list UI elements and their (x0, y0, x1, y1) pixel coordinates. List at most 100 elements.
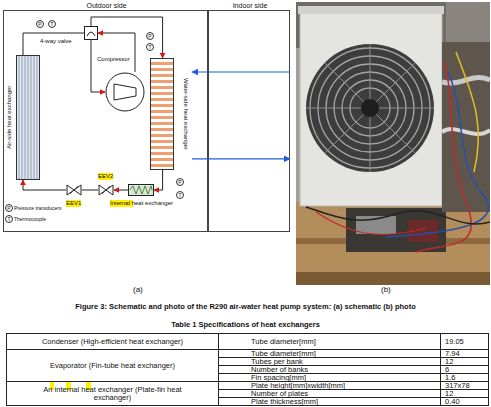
expansion-valve-part-part (70, 186, 78, 194)
water-side-heat-exchanger-part-part (151, 98, 173, 101)
air-side-heat-exchanger-part-part (31, 56, 32, 179)
expansion-valve: EEV1 (66, 184, 82, 196)
water-side-heat-exchanger-part-part (151, 68, 173, 71)
internal-heat-exchanger-part-part (129, 185, 154, 196)
table-text: Evaporator (Fin-tube heat exchanger) (50, 362, 175, 370)
refrigerant-pipe (91, 17, 163, 58)
sensor-symbol: T (176, 191, 184, 199)
water-side-heat-exchanger-part-part (151, 74, 173, 77)
table-cell: 0.40 (440, 397, 489, 406)
wooden-pallet-part (296, 272, 490, 285)
water-side-heat-exchanger: Water-side heat exchanger (150, 58, 192, 170)
water-side-heat-exchanger-part-part (151, 80, 173, 83)
air-side-heat-exchanger-part (16, 55, 40, 180)
refrigerant-pipe (23, 180, 66, 190)
table-text: Plate thickness[mm] (251, 398, 318, 406)
air-side-heat-exchanger-part-part (34, 56, 35, 179)
water-side-heat-exchanger-part-part (151, 122, 173, 125)
air-side-heat-exchanger-part-part (25, 56, 26, 179)
water-side-heat-exchanger-part (150, 58, 174, 170)
water-side-heat-exchanger-part-part (151, 110, 173, 113)
test-rig-equipment-part (316, 212, 426, 235)
table-cell: 19.05 (440, 333, 489, 350)
air-side-heat-exchanger-part-part (19, 56, 20, 179)
water-side-heat-exchanger-part-part (151, 152, 173, 155)
node-label: Indoor side (209, 1, 291, 10)
refrigerant-pipe (98, 33, 135, 72)
table-title: Table 1 Specifications of heat exchanger… (0, 320, 491, 329)
sensor-symbol: T (146, 43, 154, 51)
node-label: Water-side heat exchanger (177, 58, 189, 170)
table-text: Tube diameter[mm] (251, 338, 316, 346)
refrigerant-pipe (114, 190, 128, 191)
sensor-symbol: T (48, 20, 56, 28)
photo-background-part (296, 2, 490, 285)
table-cell: Condenser (High-efficient heat exchanger… (6, 333, 219, 350)
water-side-heat-exchanger-part-part (151, 92, 173, 95)
test-rig-equipment-part (306, 207, 490, 224)
sensor-symbol: T (5, 215, 13, 223)
compressor-part (105, 72, 145, 112)
expansion-valve-part-part (99, 185, 113, 195)
expansion-valve-part (98, 184, 114, 196)
test-rig-equipment-part (416, 62, 471, 252)
sensor-symbol: P (36, 20, 44, 28)
internal-heat-exchanger-part-part (130, 186, 152, 194)
test-rig-equipment-part (442, 42, 490, 212)
indoor-region: Indoor side (208, 10, 290, 232)
water-side-heat-exchanger-part-part (151, 128, 173, 131)
node-label: Outdoor side (4, 1, 209, 10)
compressor: Compressor (105, 72, 145, 112)
air-side-heat-exchanger: Air-side heat exchanger (6, 55, 40, 180)
internal-heat-exchanger-part (128, 184, 154, 196)
water-side-heat-exchanger-part-part (151, 140, 173, 143)
air-side-heat-exchanger-part-part (37, 56, 38, 179)
sensor-symbol: P (5, 204, 13, 212)
wooden-pallet (296, 202, 490, 285)
four-way-valve: 4-way valve (84, 26, 98, 40)
air-side-heat-exchanger-part-part (22, 56, 23, 179)
internal-heat-exchanger: Internal heat exchanger (128, 184, 154, 196)
outdoor-unit-part (300, 10, 442, 206)
node-label: Compressor (97, 56, 130, 63)
table-cell: Evaporator (Fin-tube heat exchanger) (6, 349, 219, 382)
table-text: 0.40 (445, 398, 460, 406)
refrigerant-pipe (91, 40, 105, 92)
four-way-valve-part (84, 26, 98, 40)
water-side-heat-exchanger-part-part (151, 59, 174, 170)
compressor-part-part (114, 84, 136, 100)
water-side-heat-exchanger-part-part (151, 134, 173, 137)
node-label: Internal heat exchanger (110, 200, 173, 207)
water-pipe (192, 71, 290, 72)
air-side-heat-exchanger-part-part (17, 56, 40, 180)
node-label: 4-way valve (40, 38, 72, 45)
table-text: 19.05 (445, 338, 464, 346)
expansion-valve: EEV2 (98, 184, 114, 196)
refrigerant-pipe (23, 33, 84, 55)
panel-label: (b) (381, 285, 391, 295)
wooden-pallet-part (296, 202, 490, 285)
figure-caption: Figure 3: Schematic and photo of the R29… (0, 302, 491, 311)
water-pipe (192, 158, 290, 159)
water-side-heat-exchanger-part-part (151, 158, 173, 161)
sensor-symbol: P (176, 178, 184, 186)
node-label: EEV2 (98, 173, 113, 180)
refrigerant-pipe (82, 190, 98, 191)
node-label: EEV1 (66, 200, 81, 207)
water-side-heat-exchanger-part-part (151, 62, 173, 65)
water-side-heat-exchanger-part-part (151, 146, 173, 149)
test-rig-equipment (306, 42, 490, 252)
photo-background (296, 2, 490, 285)
water-side-heat-exchanger-part-part (151, 116, 173, 119)
table-cell: Plate thickness[mm] (218, 397, 441, 406)
sensor-symbol: P (146, 32, 154, 40)
panel-label: (a) (133, 285, 143, 295)
four-way-valve-part-part (85, 27, 98, 40)
expansion-valve-part-part (102, 186, 110, 194)
table-text: Condenser (High-efficient heat exchanger… (42, 338, 183, 346)
table-text: An internal heat exchanger (Plate-fin he… (38, 386, 188, 402)
refrigerant-pipe (154, 170, 163, 190)
outdoor-region: Outdoor sideAir-side heat exchanger4-way… (3, 10, 208, 232)
